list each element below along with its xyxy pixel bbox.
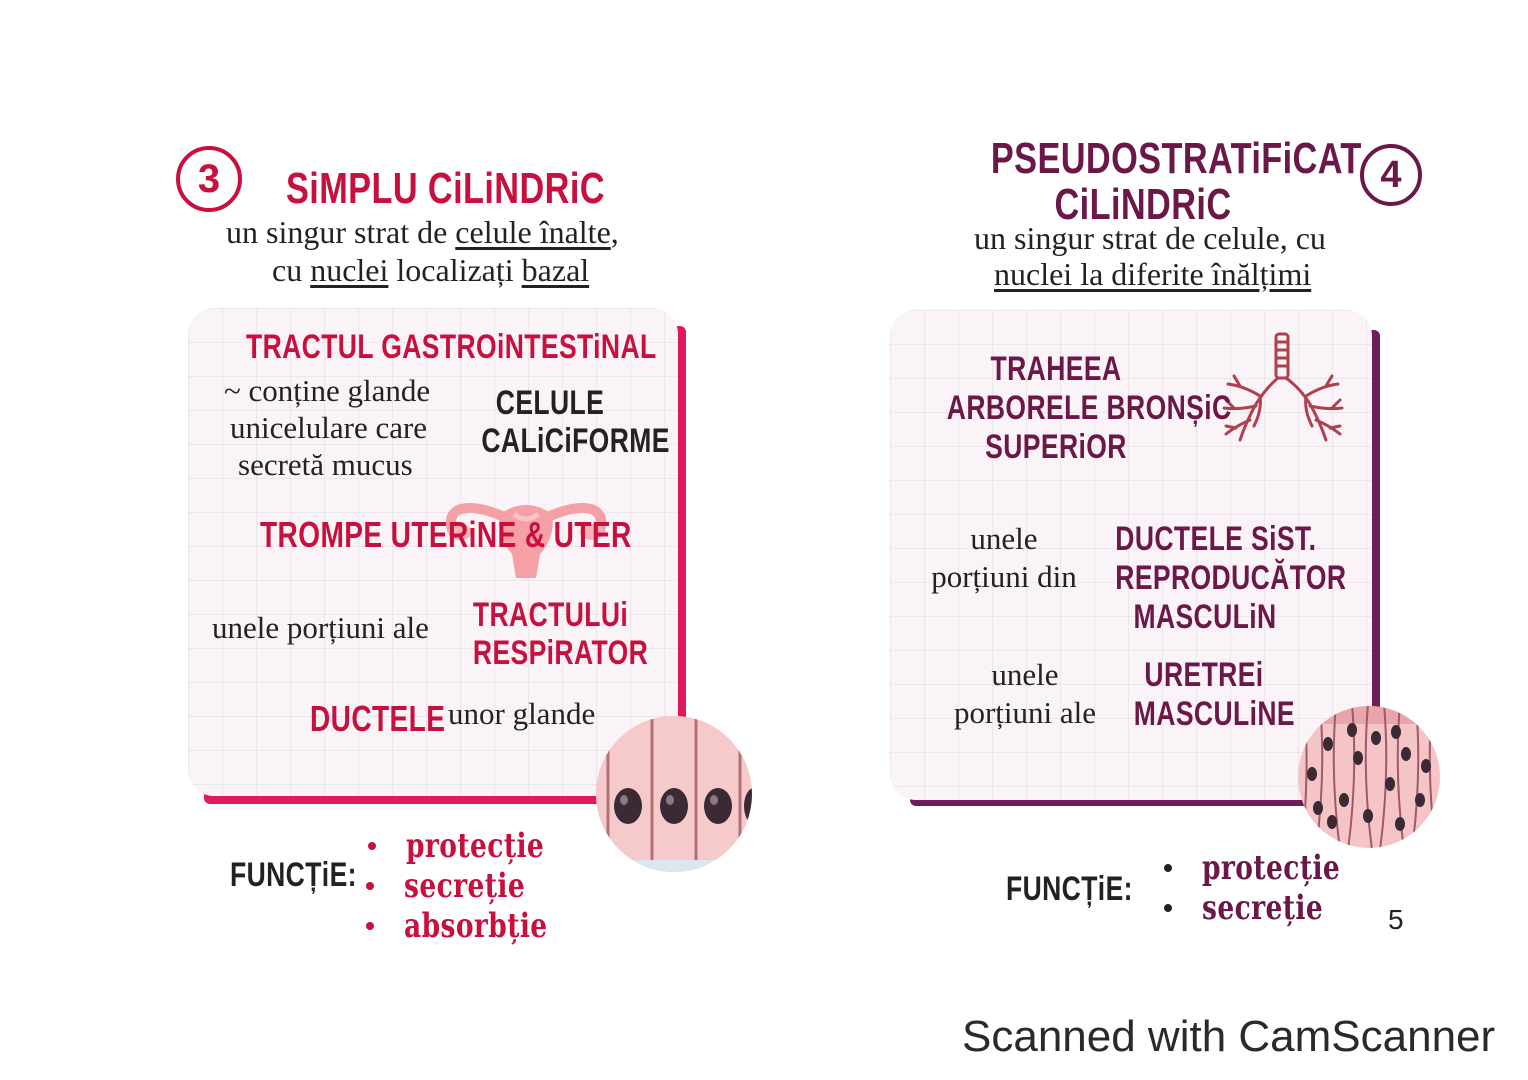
uretra-prefix: unele porțiuni ale bbox=[953, 657, 1097, 730]
section-title: SiMPLU CiLiNDRiC bbox=[286, 164, 605, 213]
function-label: FUNCȚiE: bbox=[1006, 870, 1133, 908]
section-description-line2: cu nuclei localizați bazal bbox=[272, 252, 590, 288]
resp-prefix: unele porțiuni ale bbox=[212, 610, 429, 645]
label-celule-caliciforme: CELULE CALiCiFORME bbox=[481, 384, 670, 460]
label-ductele-reproducator: DUCTELE SiST. REPRODUCĂTOR MASCULiN bbox=[1115, 520, 1347, 636]
label-traheea: TRAHEEA ARBORELE BRONȘiC SUPERiOR bbox=[946, 350, 1232, 466]
label-trompe-uterine: TROMPE UTERiNE & UTER bbox=[260, 514, 632, 555]
bullet bbox=[1164, 904, 1172, 912]
function-item-protectie: protecție bbox=[406, 826, 545, 866]
section-description: un singur strat de celule înalte, bbox=[226, 214, 619, 250]
label-uretrei-masculine: URETREi MASCULiNE bbox=[1133, 656, 1295, 733]
bullet bbox=[1164, 864, 1172, 872]
scanner-watermark: Scanned with CamScanner bbox=[962, 1012, 1496, 1061]
bullet bbox=[366, 882, 374, 890]
section-number-badge: 3 bbox=[176, 146, 242, 212]
pseudostratified-cells-icon bbox=[1298, 706, 1440, 848]
function-item-protectie: protecție bbox=[1202, 848, 1341, 888]
glands-description: ~ conține glande unicelulare care secret… bbox=[224, 373, 431, 482]
label-ductele: DUCTELE bbox=[310, 698, 446, 739]
examples-card bbox=[890, 310, 1372, 800]
bullet bbox=[368, 842, 376, 850]
function-item-absorbtie: absorbție bbox=[404, 906, 548, 946]
repro-prefix: unele porțiuni din bbox=[931, 521, 1077, 594]
section-description: un singur strat de celule, cu bbox=[974, 220, 1326, 256]
uterus-icon bbox=[445, 503, 607, 578]
section-title: PSEUDOSTRATiFiCAT CiLiNDRiC bbox=[990, 134, 1362, 229]
simple-columnar-cells-icon bbox=[596, 716, 752, 872]
examples-card bbox=[188, 308, 678, 796]
bronchial-tree-icon bbox=[1222, 332, 1344, 442]
section-description-line2: nuclei la diferite înălțimi bbox=[994, 256, 1312, 292]
label-tract-gastrointestinal: TRACTUL GASTROiNTESTiNAL bbox=[246, 328, 657, 366]
function-item-secretie: secreție bbox=[404, 866, 526, 906]
function-item-secretie: secreție bbox=[1202, 888, 1324, 928]
label-tract-respirator: TRACTULUi RESPiRATOR bbox=[472, 596, 649, 672]
section-number-badge: 4 bbox=[1360, 144, 1422, 206]
bullet bbox=[366, 922, 374, 930]
page-number: 5 bbox=[1388, 904, 1404, 935]
function-label: FUNCȚiE: bbox=[230, 856, 357, 894]
ductele-suffix: unor glande bbox=[448, 696, 596, 731]
